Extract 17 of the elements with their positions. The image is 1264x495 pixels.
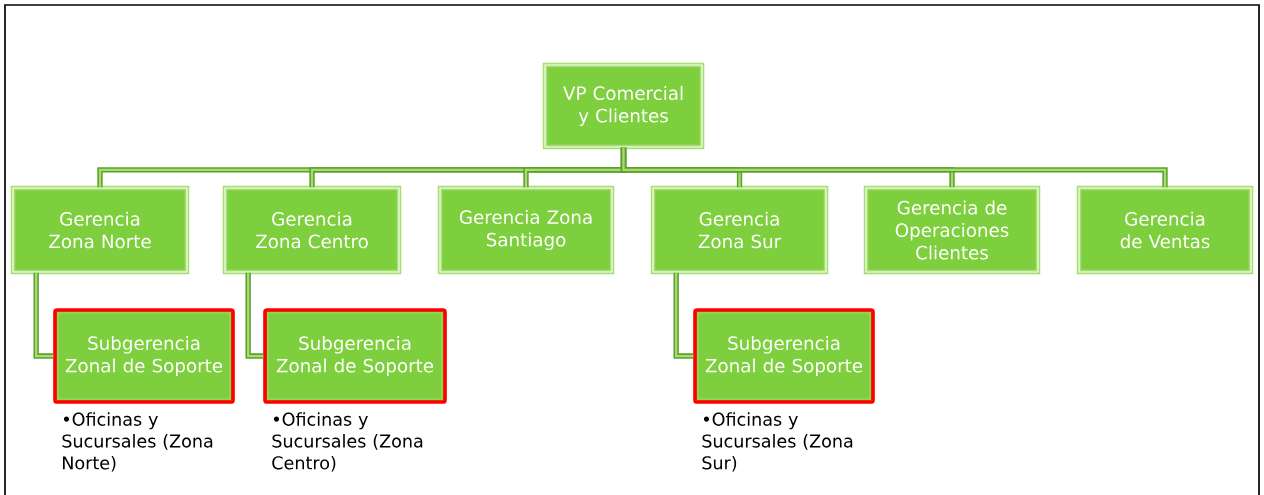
connector (33, 272, 54, 359)
manager-box: Gerencia Zona Norte (10, 185, 190, 275)
connector (673, 272, 694, 359)
sub-box: Subgerencia Zonal de Soporte (263, 308, 447, 404)
note-text: •Oficinas y Sucursales (Zona Centro) (272, 412, 423, 472)
manager-box: Gerencia Zona Centro (222, 185, 402, 275)
manager-box: Gerencia Zona Santiago (437, 185, 615, 275)
manager-box: Gerencia de Ventas (1076, 185, 1254, 275)
connector (245, 272, 264, 359)
connector (620, 147, 1168, 188)
manager-box: Gerencia de Operaciones Clientes (863, 185, 1041, 275)
manager-box: VP Comercial y Clientes (542, 62, 705, 150)
sub-box: Subgerencia Zonal de Soporte (53, 308, 235, 404)
manager-box: Gerencia Zona Sur (650, 185, 829, 275)
note-text: •Oficinas y Sucursales (Zona Norte) (62, 412, 213, 472)
note-text: •Oficinas y Sucursales (Zona Sur) (702, 412, 853, 472)
sub-box: Subgerencia Zonal de Soporte (693, 308, 875, 404)
